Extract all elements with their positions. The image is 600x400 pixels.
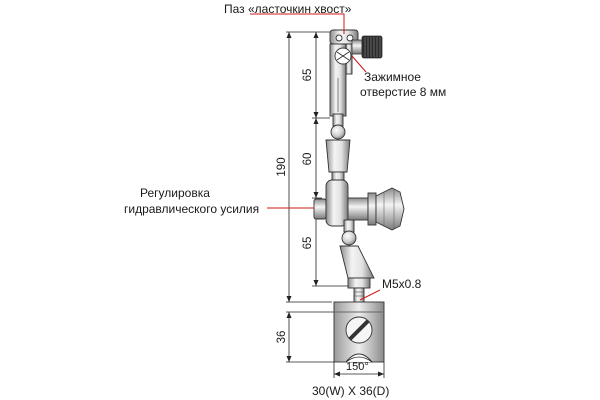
dim-total: 190 bbox=[276, 157, 288, 177]
thread-label: M5x0.8 bbox=[382, 277, 422, 291]
central-hub bbox=[313, 179, 405, 231]
leader-lines bbox=[250, 13, 381, 301]
dimension-arrows bbox=[286, 32, 384, 377]
clamp-knob bbox=[351, 35, 383, 59]
dim-base-height: 36 bbox=[276, 330, 288, 344]
angle-arc bbox=[345, 356, 373, 366]
top-clamp bbox=[329, 29, 359, 117]
dim-lower-arm: 65 bbox=[302, 236, 314, 250]
lower-arm bbox=[339, 219, 375, 303]
hydraulic-label-2: гидравлического усилия bbox=[124, 202, 260, 216]
upper-ball-joint bbox=[325, 113, 351, 181]
dim-middle-joint: 60 bbox=[302, 152, 314, 166]
clamp-hole-label-2: отверстие 8 мм bbox=[360, 85, 447, 99]
dimension-lines bbox=[286, 31, 385, 378]
magnetic-base bbox=[333, 301, 385, 363]
dovetail-slot-label: Паз «ласточкин хвост» bbox=[224, 2, 352, 16]
base-size-label: 30(W) X 36(D) bbox=[312, 384, 390, 398]
clamp-hole-label-1: Зажимное bbox=[364, 70, 421, 84]
angle-label: 150° bbox=[346, 361, 369, 373]
hydraulic-label-1: Регулировка bbox=[140, 186, 210, 200]
dim-top-arm: 65 bbox=[302, 68, 314, 82]
